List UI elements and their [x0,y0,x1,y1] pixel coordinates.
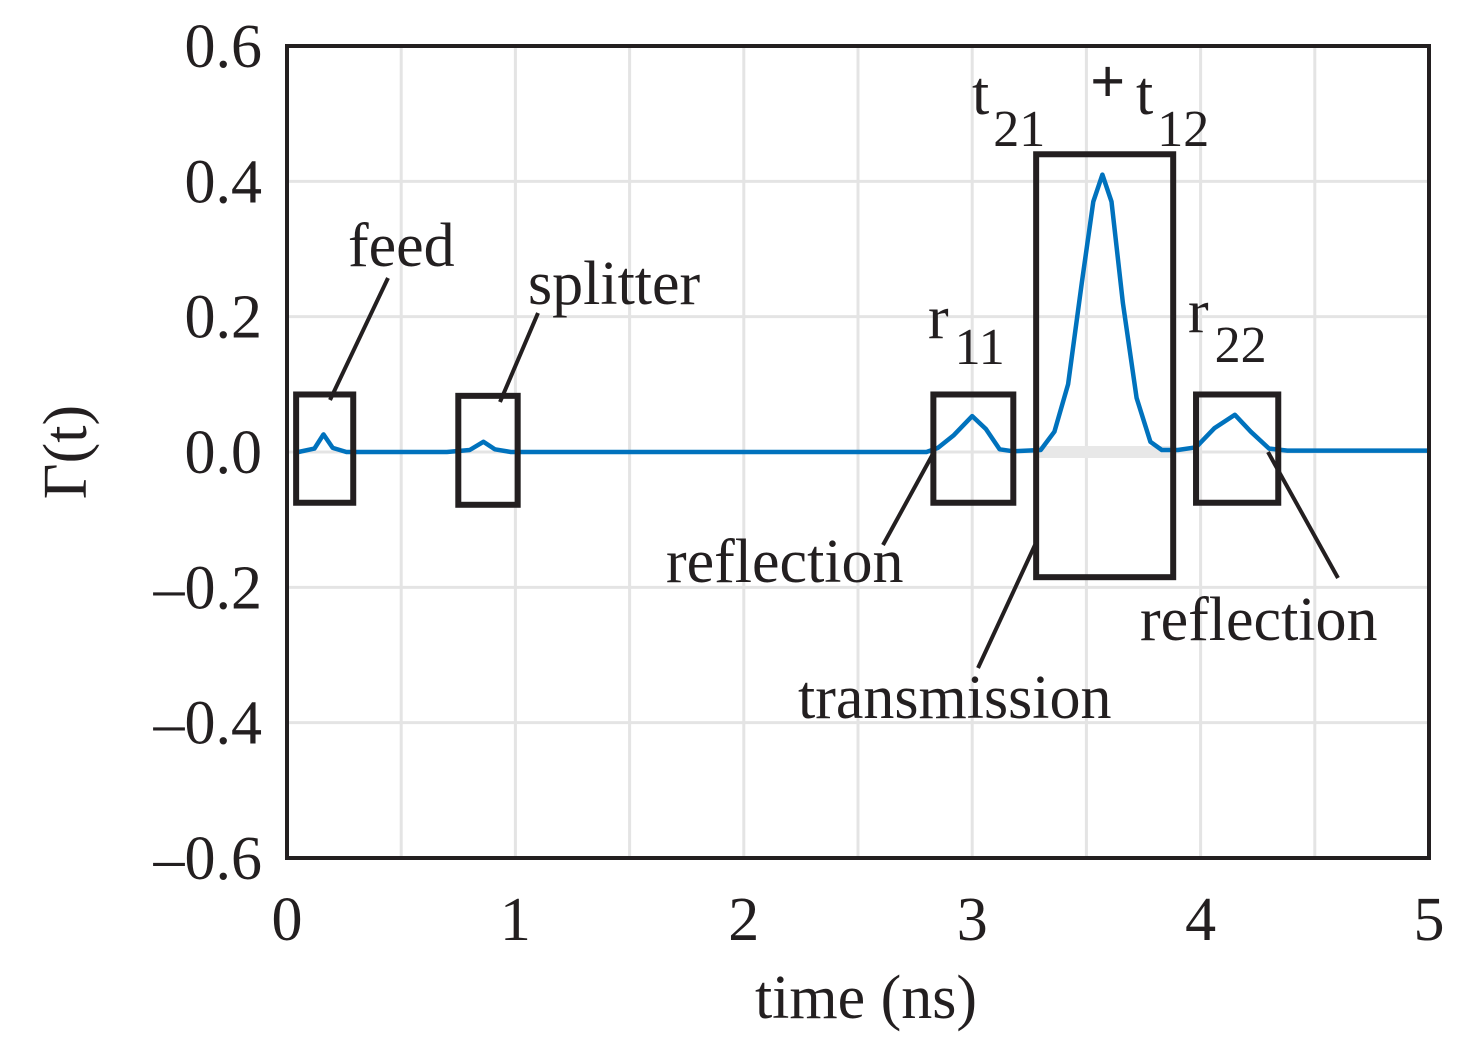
y-tick-label: –0.2 [153,554,263,622]
r11-main: r [928,284,949,352]
box-r22 [1193,391,1282,506]
x-axis-label: time (ns) [755,964,977,1032]
splitter-leader [498,312,540,403]
t12-label: t12 [1136,60,1209,158]
r11-subscript: 11 [955,319,1005,376]
plot-frame [285,44,1431,860]
r22-reflection-leader [1266,451,1340,579]
zero-band [1036,446,1174,458]
r22-main: r [1188,278,1209,346]
box-splitter [455,392,521,508]
splitter-label: splitter [528,250,701,318]
y-tick-label: 0.6 [185,13,263,81]
feed-label: feed [348,212,455,280]
t21-subscript: 21 [993,101,1045,158]
x-tick-label: 3 [957,886,988,954]
t21-label: t21 [972,60,1045,158]
y-tick-label: –0.4 [153,690,263,758]
t21-main: t [972,60,989,128]
series-line [297,172,1429,455]
transmission-leader [976,544,1037,669]
y-axis-label: Γ(t) [32,405,100,499]
feed-leader [328,277,390,401]
t12-main: t [1136,60,1153,128]
y-tick-label: 0.0 [185,419,263,487]
x-tick-labels: 0 1 2 3 4 5 [272,886,1445,954]
t12-subscript: 12 [1157,101,1209,158]
reflection-label-right: reflection [1140,586,1378,654]
x-tick-label: 0 [272,886,303,954]
box-t21-t12 [1033,151,1177,581]
r11-reflection-leader [881,451,936,546]
boxes [293,151,1282,581]
x-tick-label: 2 [728,886,759,954]
y-tick-label: 0.4 [185,148,263,216]
x-tick-label: 1 [500,886,531,954]
plus-sign: + [1090,48,1125,116]
reflection-label-left: reflection [666,528,904,596]
r22-subscript: 22 [1215,317,1267,374]
y-tick-label: 0.2 [185,284,263,352]
transmission-label: transmission [798,664,1111,732]
box-r11 [930,391,1017,506]
box-feed [293,391,357,506]
y-tick-labels: 0.6 0.4 0.2 0.0 –0.2 –0.4 –0.6 [153,13,263,893]
x-tick-label: 4 [1185,886,1216,954]
leader-lines [328,277,1340,669]
x-tick-label: 5 [1414,886,1445,954]
y-tick-label: –0.6 [153,825,263,893]
